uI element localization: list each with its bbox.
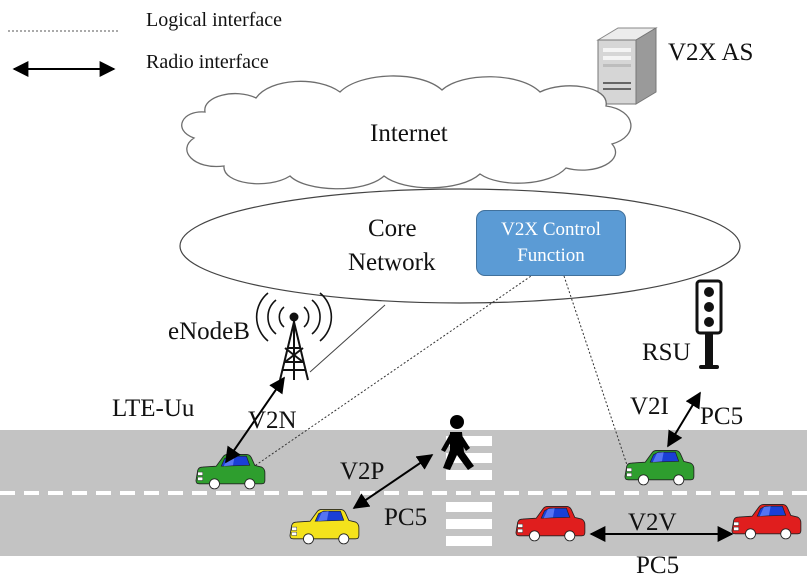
v2v-label: V2V [628, 509, 677, 536]
pc5-v2p-label: PC5 [384, 504, 428, 531]
v2x-control-function-box: V2X Control Function [476, 210, 626, 276]
enodeb-tower-icon [255, 292, 333, 381]
arrow-v2i [667, 391, 701, 448]
core-network-ellipse [179, 188, 741, 304]
internet-label: Internet [370, 120, 448, 147]
lte-uu-label: LTE-Uu [112, 395, 195, 422]
v2p-label: V2P [340, 458, 385, 485]
rsu-traffic-light-icon [695, 279, 723, 369]
pc5-v2i-label: PC5 [700, 403, 744, 430]
control-function-line1: V2X Control [501, 219, 601, 241]
v2i-label: V2I [630, 393, 669, 420]
v2x-as-label: V2X AS [668, 39, 754, 66]
control-function-line2: Function [517, 245, 585, 266]
server-icon [596, 27, 658, 105]
arrow-lte-uu [225, 376, 285, 464]
core-network-label-line2: Network [348, 249, 436, 276]
logical-links [239, 273, 629, 477]
backhaul-link [309, 304, 386, 373]
pedestrian-icon [441, 415, 474, 470]
enodeb-label: eNodeB [168, 318, 250, 345]
core-network-label-line1: Core [368, 215, 417, 242]
arrow-v2p [352, 454, 434, 509]
pc5-v2v-label: PC5 [636, 552, 680, 579]
internet-cloud [181, 75, 632, 190]
v2n-label: V2N [248, 407, 297, 434]
legend-radio-label: Radio interface [146, 51, 269, 73]
crosswalk [446, 436, 492, 546]
legend-logical-label: Logical interface [146, 9, 283, 31]
rsu-label: RSU [642, 339, 691, 366]
